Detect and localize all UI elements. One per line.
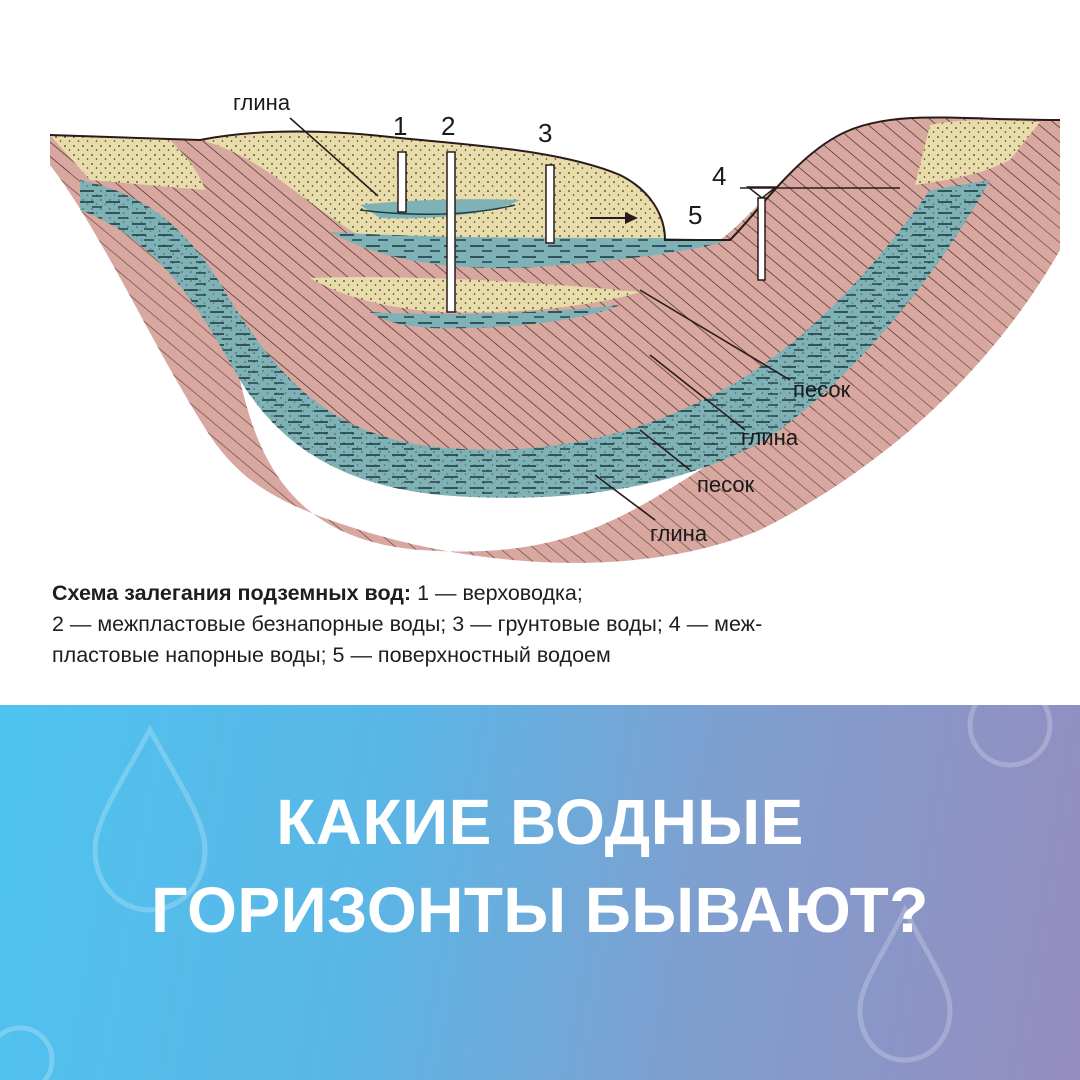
label-clay-top: глина	[233, 90, 291, 115]
caption-line-1-text: 1 — верховодка;	[411, 581, 583, 605]
diagram-area: глина песок глина песок глина 1 2 3 4 5 …	[0, 0, 1080, 705]
caption-line-1: Схема залегания подземных вод: 1 — верхо…	[52, 578, 1052, 609]
label-sand-1: песок	[793, 377, 851, 402]
caption-title: Схема залегания подземных вод:	[52, 581, 411, 605]
well-3	[546, 165, 554, 243]
title-line-2: ГОРИЗОНТЫ БЫВАЮТ?	[0, 866, 1080, 954]
number-3: 3	[538, 118, 552, 148]
number-1: 1	[393, 111, 407, 141]
ring-icon	[970, 705, 1050, 765]
label-clay-2: глина	[650, 521, 708, 546]
number-4: 4	[712, 161, 726, 191]
page-title: КАКИЕ ВОДНЫЕ ГОРИЗОНТЫ БЫВАЮТ?	[0, 778, 1080, 954]
ring-icon	[0, 1028, 52, 1080]
number-2: 2	[441, 111, 455, 141]
label-clay-1: глина	[741, 425, 799, 450]
label-sand-2: песок	[697, 472, 755, 497]
diagram-caption: Схема залегания подземных вод: 1 — верхо…	[52, 578, 1052, 671]
number-5: 5	[688, 200, 702, 230]
caption-line-2: 2 — межпластовые безнапорные воды; 3 — г…	[52, 609, 1052, 640]
title-banner: КАКИЕ ВОДНЫЕ ГОРИЗОНТЫ БЫВАЮТ?	[0, 705, 1080, 1080]
title-line-1: КАКИЕ ВОДНЫЕ	[0, 778, 1080, 866]
caption-line-3: пластовые напорные воды; 5 — поверхностн…	[52, 640, 1052, 671]
well-1	[398, 152, 406, 212]
well-2	[447, 152, 455, 312]
